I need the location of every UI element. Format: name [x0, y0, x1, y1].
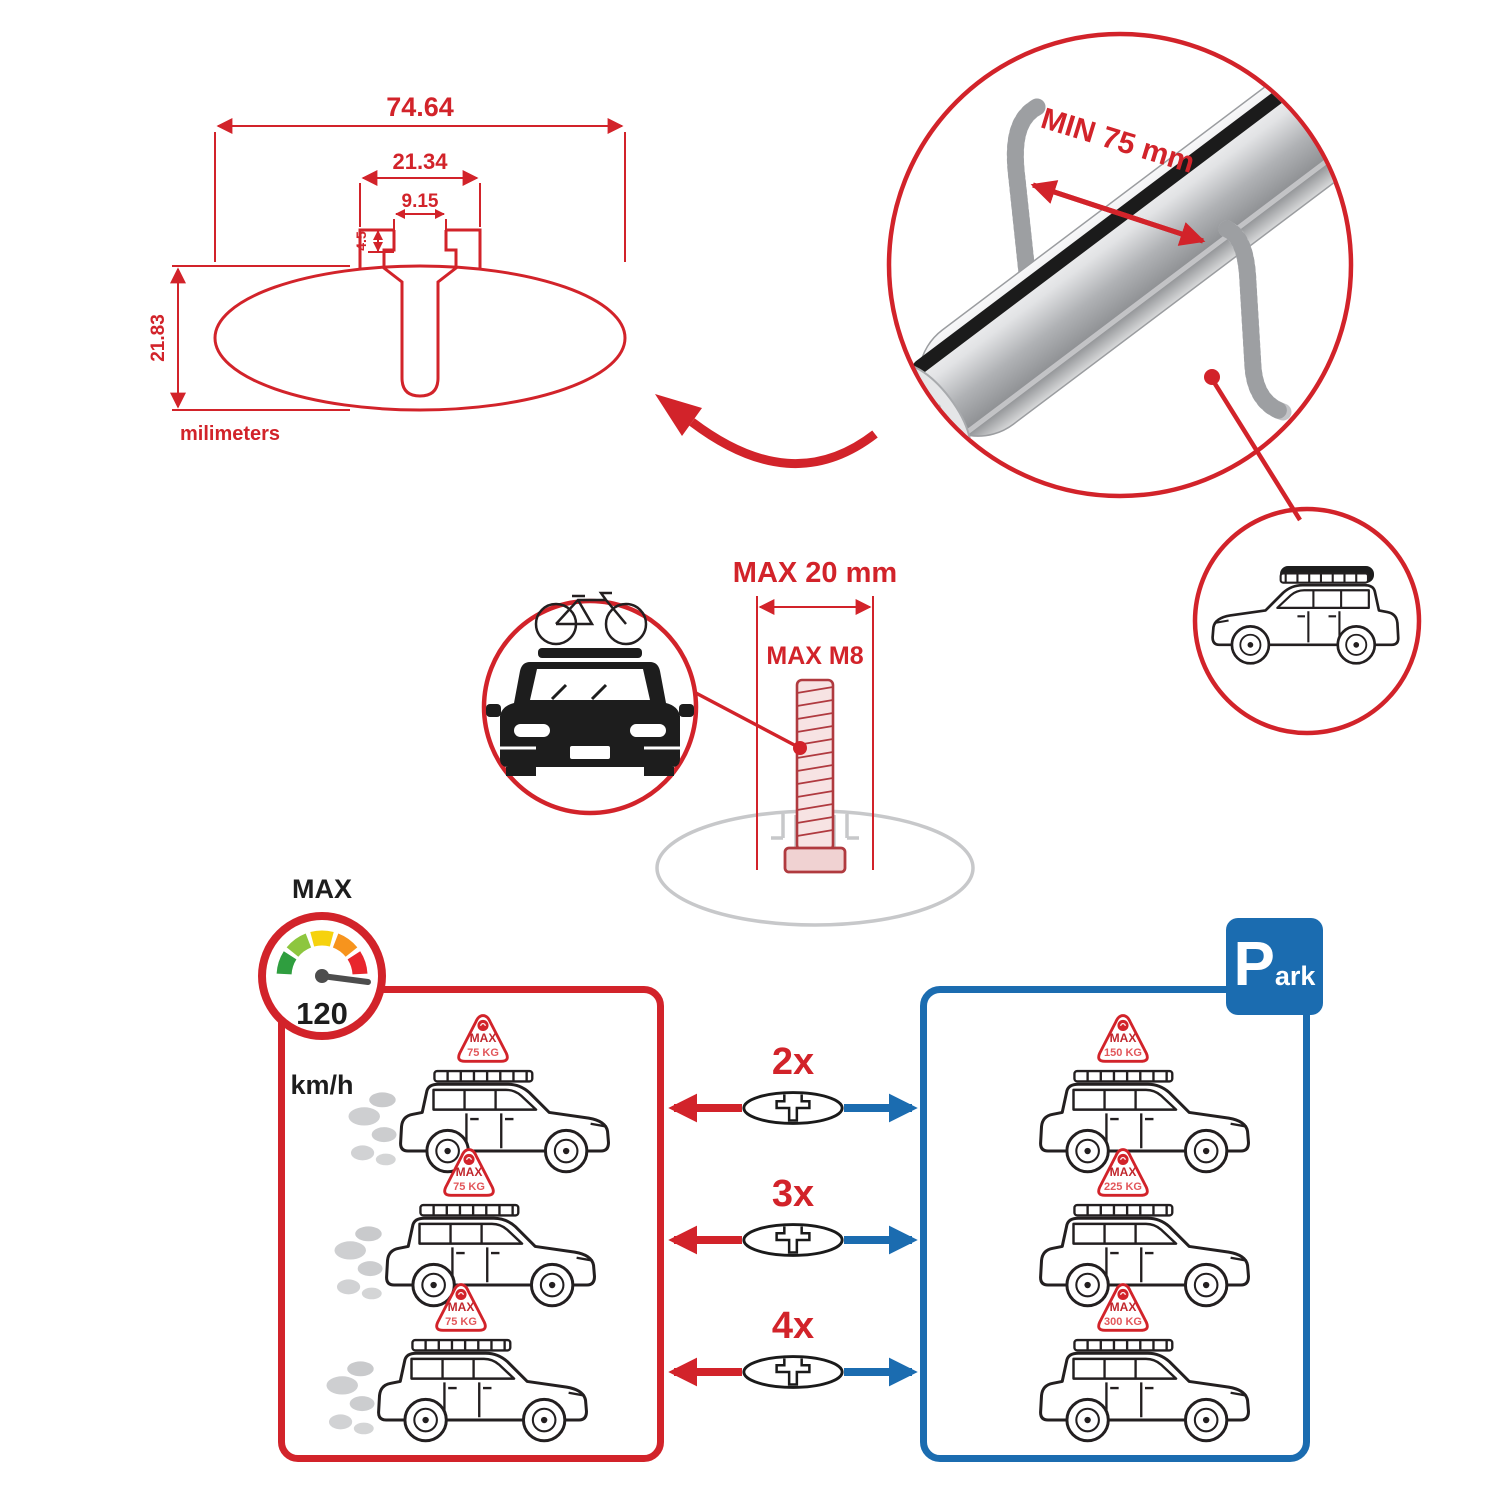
speed-units: km/h	[290, 1070, 353, 1100]
car-front-icon	[486, 648, 694, 776]
callout-dot	[793, 741, 807, 755]
load-max-label: MAX	[470, 1031, 497, 1045]
suv-outline	[1039, 1338, 1250, 1443]
load-max-label: MAX	[1110, 1165, 1137, 1179]
crossbar-section-icon	[742, 1355, 844, 1389]
exhaust-smoke	[326, 1361, 375, 1435]
lip-height-value: 4.5	[353, 231, 369, 251]
crossbar-quantity-arrows: 2x 3x 4x	[668, 1041, 918, 1389]
parked-panel	[920, 986, 1310, 1462]
slot-width-value: 9.15	[402, 191, 439, 212]
suv-outline	[377, 1338, 588, 1443]
multiplier-label: 4x	[772, 1305, 814, 1347]
crossbar-section-icon	[742, 1091, 844, 1125]
bike-car-roundel	[481, 591, 699, 816]
total-width-value: 74.64	[386, 92, 454, 122]
multiplier-label: 3x	[772, 1173, 814, 1215]
load-max-label: MAX	[1110, 1031, 1137, 1045]
driving-car-3: MAX 75 KG	[326, 1283, 588, 1443]
parked-car-2: MAX 225 KG	[1039, 1148, 1250, 1308]
channel-width-value: 21.34	[392, 149, 448, 174]
units-label: milimeters	[180, 423, 280, 445]
park-sign-initial: P	[1233, 930, 1275, 999]
clamp-span-arrow	[1030, 180, 1204, 244]
dimension-drawing: 74.64 21.34 9.15 4.5 21.83 milimeters	[148, 92, 627, 445]
bolt-spec-diagram: MAX 20 mm MAX M8	[481, 557, 975, 927]
load-max-label: MAX	[456, 1165, 483, 1179]
load-value-label: 150 KG	[1104, 1047, 1142, 1059]
callout-dot	[1204, 369, 1220, 385]
load-value-label: 75 KG	[453, 1181, 485, 1193]
speed-value: 120	[296, 996, 348, 1031]
load-value-label: 225 KG	[1104, 1181, 1142, 1193]
driving-panel	[278, 986, 664, 1462]
callout-leader	[693, 690, 801, 750]
load-value-label: 300 KG	[1104, 1316, 1142, 1328]
aluminum-crossbar	[891, 38, 1349, 463]
load-value-label: 75 KG	[467, 1047, 499, 1059]
load-value-label: 75 KG	[445, 1316, 477, 1328]
multiplier-label: 2x	[772, 1041, 814, 1083]
crossbar-section-icon	[742, 1223, 844, 1257]
crossbar-profile	[213, 228, 627, 412]
speed-limit-badge: MAX 120 km/h	[258, 874, 386, 1100]
needle-hub	[315, 969, 329, 983]
speed-max-label: MAX	[292, 874, 352, 904]
dimension-lines	[170, 118, 626, 411]
suv-roofbox-roundel	[1192, 506, 1422, 736]
t-bolt	[783, 678, 847, 874]
speedometer-needle	[319, 973, 371, 985]
load-max-label: MAX	[448, 1300, 475, 1314]
bolt-max-width-label: MAX 20 mm	[733, 557, 897, 589]
parked-car-3: MAX 300 KG	[1039, 1283, 1250, 1443]
zoom-arrow	[689, 418, 878, 469]
bicycle-icon	[534, 591, 648, 646]
bolt-dimension-extensions	[756, 596, 874, 870]
driving-car-1: MAX 75 KG	[348, 1014, 610, 1174]
parked-car-1: MAX 150 KG	[1039, 1014, 1250, 1174]
load-max-label: MAX	[1110, 1300, 1137, 1314]
total-height-value: 21.83	[148, 314, 169, 362]
bolt-max-thread-label: MAX M8	[766, 642, 863, 670]
park-sign-rest: ark	[1274, 961, 1316, 991]
speedometer-gauge	[276, 930, 368, 975]
driving-car-2: MAX 75 KG	[334, 1148, 596, 1308]
crossbar-photo-roundel: MIN 75 mm	[886, 31, 1354, 499]
